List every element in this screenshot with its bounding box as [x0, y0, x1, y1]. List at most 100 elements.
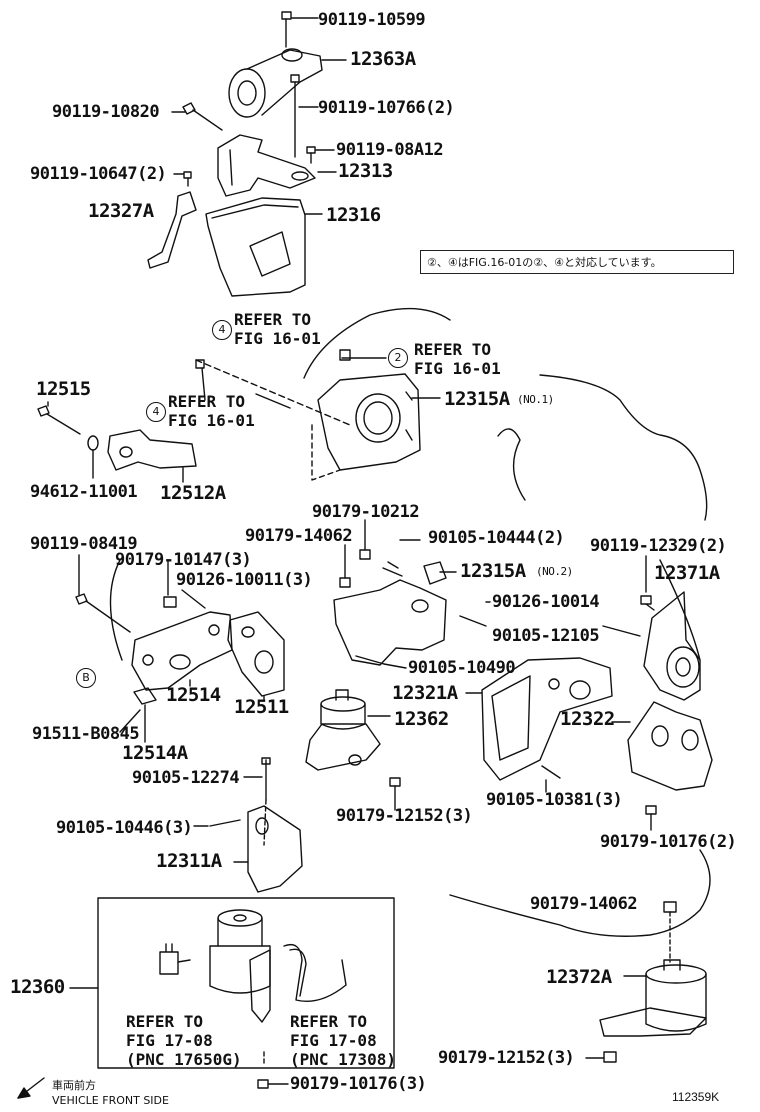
bracket-12311a: [233, 805, 303, 893]
bolt-90105-10490: [355, 655, 385, 665]
nut-90179-12152-b: [603, 1051, 617, 1063]
bolt-90105-10381: [541, 765, 561, 779]
label-12315a-no2: 12315A: [460, 560, 526, 582]
bolt-90119-10647: [183, 171, 192, 187]
label-90105-10446: 90105-10446(3): [56, 818, 193, 838]
label-90119-12329: 90119-12329(2): [590, 536, 727, 556]
front-side-en: VEHICLE FRONT SIDE: [52, 1094, 169, 1107]
solenoid-valve: [159, 943, 191, 975]
bolt-90119-08419: [75, 593, 131, 633]
bolt-90119-10820: [182, 102, 223, 131]
label-90179-10212: 90179-10212: [312, 502, 420, 522]
mount-12372a: [599, 959, 707, 1037]
label-12514a: 12514A: [122, 742, 188, 764]
bracket-12313: [217, 134, 316, 197]
mount-12371a: [643, 591, 701, 701]
label-12311a: 12311A: [156, 850, 222, 872]
label-12313: 12313: [338, 160, 393, 182]
refer-fig-17-08-b: REFER TO FIG 17-08 (PNC 17308): [290, 1012, 396, 1069]
label-12360: 12360: [10, 976, 65, 998]
nut-90179-10147: [163, 596, 177, 608]
bolt-90119-10766: [290, 74, 300, 158]
nut-90179-12152-a: [389, 777, 401, 787]
part-12514a: [133, 687, 157, 705]
front-side-ja: 車両前方: [52, 1079, 96, 1092]
label-90119-08a12: 90119-08A12: [336, 140, 444, 160]
label-90105-10490: 90105-10490: [408, 658, 516, 678]
vacuum-hose: [283, 943, 347, 1003]
bolt-90105-10446: [209, 819, 241, 827]
label-12322: 12322: [560, 708, 615, 730]
label-90119-10820: 90119-10820: [52, 102, 160, 122]
label-12511: 12511: [234, 696, 289, 718]
nut-90179-10176-a: [645, 805, 657, 815]
refer-fig-16-01-b: REFER TO FIG 16-01: [414, 340, 501, 378]
nut-90179-14062-b: [663, 901, 677, 913]
label-90105-10444: 90105-10444(2): [428, 528, 565, 548]
refer-fig-16-01-a: REFER TO FIG 16-01: [234, 310, 321, 348]
fig-correspondence-note: ②、④はFIG.16-01の②、④と対応しています。: [420, 250, 734, 274]
label-12321a: 12321A: [392, 682, 458, 704]
bracket-12322: [627, 701, 713, 791]
bolt-90119-08a12: [306, 146, 316, 164]
label-no2: (NO.2): [536, 565, 573, 578]
label-no1: (NO.1): [517, 393, 554, 406]
label-12363a: 12363A: [350, 48, 416, 70]
label-90119-08419: 90119-08419: [30, 534, 138, 554]
vehicle-front-side: 車両前方 VEHICLE FRONT SIDE: [52, 1078, 169, 1108]
bracket-12315a-no2: [333, 561, 447, 666]
bolt-90105-10444: [382, 561, 403, 577]
washer-94612-11001: [87, 435, 99, 451]
label-90105-12105: 90105-12105: [492, 626, 600, 646]
label-90179-10176-a: 90179-10176(2): [600, 832, 737, 852]
label-90179-12152-b: 90179-12152(3): [438, 1048, 575, 1068]
mount-12360: [209, 909, 271, 1023]
bracket-12514: [131, 611, 233, 691]
label-12362: 12362: [394, 708, 449, 730]
assembly-12360-box: [97, 897, 395, 1069]
nut-90179-14062: [339, 577, 351, 588]
label-12371a: 12371A: [654, 562, 720, 584]
bracket-12512a: [107, 429, 197, 471]
marker-4-top: 4: [212, 320, 232, 340]
cover-12316: [205, 197, 306, 297]
bolt-90119-12329: [640, 595, 652, 605]
label-90179-14062-a: 90179-14062: [245, 526, 353, 546]
refer-fig-17-08-a: REFER TO FIG 17-08 (PNC 17650G): [126, 1012, 242, 1069]
label-90119-10599: 90119-10599: [318, 10, 426, 30]
label-90179-10176-b: 90179-10176(3): [290, 1074, 427, 1094]
label-12316: 12316: [326, 204, 381, 226]
label-90179-12152-a: 90179-12152(3): [336, 806, 473, 826]
damper-12363a: [228, 48, 323, 118]
refer-fig-16-01-c: REFER TO FIG 16-01: [168, 392, 255, 430]
label-12514: 12514: [166, 684, 221, 706]
bolt-90119-10599: [281, 11, 292, 48]
bracket-12511: [227, 611, 285, 697]
label-90119-10647: 90119-10647(2): [30, 164, 167, 184]
label-90105-10381: 90105-10381(3): [486, 790, 623, 810]
marker-4-left: 4: [146, 402, 166, 422]
marker-b: B: [76, 668, 96, 688]
stud-90126-10014: [459, 615, 487, 627]
label-91511-b0845: 91511-B0845: [32, 724, 140, 744]
marker-2: 2: [388, 348, 408, 368]
label-90179-10147: 90179-10147(3): [115, 550, 252, 570]
label-94612-11001: 94612-11001: [30, 482, 138, 502]
label-90126-10014: 90126-10014: [492, 592, 600, 612]
bracket-12321a: [481, 657, 613, 781]
mount-12362: [305, 689, 381, 771]
label-12327a: 12327A: [88, 200, 154, 222]
label-90105-12274: 90105-12274: [132, 768, 240, 788]
bracket-12315a-no1: [317, 373, 421, 471]
bolt-90105-12105: [602, 625, 641, 637]
bolt-12515: [37, 405, 81, 435]
label-12512a: 12512A: [160, 482, 226, 504]
figure-id: 112359K: [672, 1090, 720, 1104]
label-90119-10766: 90119-10766(2): [318, 98, 455, 118]
label-12315a-no1: 12315A: [444, 388, 510, 410]
label-12515: 12515: [36, 378, 91, 400]
nut-90179-10176-b: [257, 1079, 269, 1089]
stay-12327a: [147, 191, 197, 269]
